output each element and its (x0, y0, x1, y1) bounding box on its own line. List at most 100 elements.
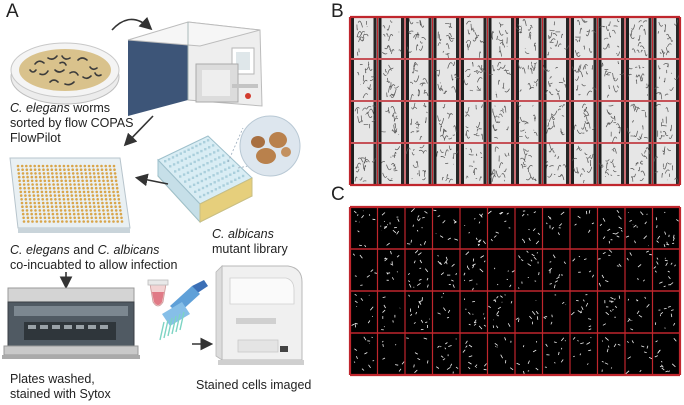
caption-text: sorted by flow COPAS (10, 116, 134, 130)
image-tile (462, 340, 487, 371)
image-tile (571, 144, 597, 184)
image-tile (384, 250, 400, 281)
image-tile (516, 101, 542, 142)
image-tile (351, 18, 377, 58)
species-name: C. elegans (10, 101, 70, 115)
multichannel-pipette-icon (159, 280, 208, 341)
image-tile (351, 293, 374, 328)
image-tile (572, 336, 592, 365)
image-tile (488, 294, 513, 329)
image-tile (494, 267, 516, 288)
image-tile (542, 60, 569, 100)
fluorescence-image-grid (348, 205, 682, 377)
imager-icon (215, 265, 304, 365)
image-tile (653, 60, 680, 100)
image-tile (352, 253, 378, 286)
caption-text: Plates washed, (10, 372, 95, 386)
image-tile (602, 295, 621, 326)
image-tile (626, 102, 652, 142)
image-tile (545, 211, 565, 236)
image-tile (406, 102, 432, 142)
image-tile (381, 296, 401, 331)
image-tile (435, 338, 459, 374)
image-tile (487, 210, 511, 242)
image-tile (405, 144, 432, 184)
image-tile (433, 18, 459, 59)
image-tile (654, 337, 677, 373)
image-tile (464, 213, 486, 247)
panel-label-c: C (331, 184, 345, 205)
image-tile (521, 210, 540, 245)
species-name: C. elegans (10, 243, 70, 257)
image-tile (601, 337, 621, 372)
image-tile (433, 144, 459, 184)
image-tile (463, 251, 486, 291)
caption-text: mutant library (212, 242, 288, 256)
image-tile (406, 337, 429, 373)
image-tile (408, 294, 430, 331)
coincubate-caption: C. elegans and C. albicans co-incuabted … (10, 243, 177, 273)
image-tile (516, 144, 542, 184)
image-tile (543, 143, 569, 184)
image-tile (437, 255, 457, 288)
image-tile (433, 102, 459, 142)
image-tile (381, 340, 405, 372)
panel-label-a: A (6, 1, 19, 22)
image-tile (433, 60, 460, 100)
image-tile (571, 17, 597, 58)
panel-label-b: B (331, 1, 344, 22)
image-tile (653, 257, 676, 288)
image-tile (488, 102, 514, 142)
library-plate-icon (157, 135, 253, 224)
image-tile (516, 60, 542, 100)
caption-text: worms (69, 101, 111, 115)
library-caption: C. albicans mutant library (212, 227, 288, 257)
image-tile (407, 250, 429, 288)
image-tile (351, 102, 377, 142)
image-tile (461, 102, 487, 142)
yeast-magnification-icon (239, 115, 301, 177)
image-tile (626, 18, 652, 58)
petri-dish-icon (10, 42, 120, 105)
image-tile (653, 18, 679, 58)
image-tile (597, 249, 622, 287)
image-tile (571, 294, 592, 331)
image-tile (378, 18, 404, 58)
image-tile (543, 102, 569, 142)
image-tile (488, 60, 514, 100)
image-tile (598, 102, 624, 144)
image-tile (655, 306, 676, 329)
image-tile (599, 209, 623, 244)
well-plate-icon (9, 157, 131, 233)
arrow-icon (123, 115, 154, 147)
image-tile (598, 60, 625, 100)
image-tile (353, 210, 376, 248)
image-tile (351, 60, 377, 100)
image-tile (653, 102, 679, 142)
image-tile (653, 144, 679, 185)
image-tile (406, 208, 428, 246)
caption-text: FlowPilot (10, 131, 61, 145)
image-tile (544, 337, 566, 368)
image-tile (378, 60, 404, 100)
sytox-tube-icon (147, 279, 169, 307)
image-tile (625, 211, 649, 247)
imaged-caption: Stained cells imaged (196, 378, 311, 393)
image-tile (461, 18, 487, 58)
caption-text: stained with Sytox (10, 387, 111, 401)
image-tile (625, 340, 653, 375)
washed-caption: Plates washed, stained with Sytox (10, 372, 111, 402)
image-tile (515, 300, 539, 325)
arrow-icon (134, 173, 169, 187)
image-tile (378, 102, 404, 142)
caption-text: and (69, 243, 98, 257)
image-tile (516, 18, 542, 58)
arrow-icon (111, 16, 153, 31)
image-tile (574, 210, 595, 233)
image-tile (518, 250, 540, 289)
image-tile (488, 18, 514, 58)
image-tile (406, 60, 432, 100)
brightfield-image-grid (348, 15, 682, 187)
image-tile (626, 60, 652, 100)
image-tile (571, 102, 597, 142)
